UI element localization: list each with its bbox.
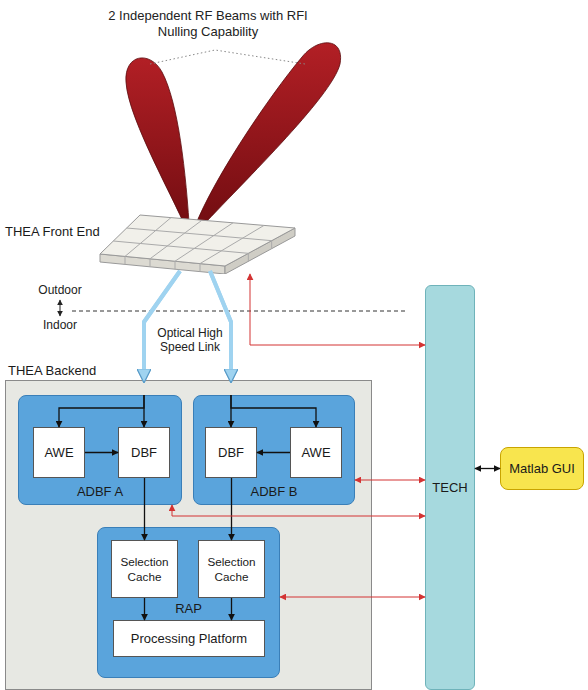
connector	[250, 274, 425, 345]
box-label: RAP	[98, 601, 279, 616]
backend-region: AWEDBFADBF ADBFAWEADBF BSelection CacheS…	[5, 380, 372, 690]
antenna-array	[5, 212, 300, 274]
control-bar: TECH	[425, 285, 475, 690]
box-label: AWE	[298, 445, 333, 460]
process-box: Processing Platform	[113, 620, 265, 657]
beam-separation	[150, 50, 305, 64]
connector-line	[144, 271, 180, 380]
process-box: DBF	[118, 427, 170, 478]
connector-line	[210, 271, 231, 380]
tile-line	[175, 261, 176, 269]
box-label: THEA Front End	[5, 224, 100, 239]
box-label: ADBF A	[19, 484, 181, 499]
annotation: Outdoor	[34, 283, 86, 297]
beamformer-block: AWE DBF ADBF A	[18, 395, 182, 505]
connector-line	[210, 271, 231, 380]
processor-block: Selection Cache Selection CacheProcessing…	[97, 527, 280, 678]
box-label: Matlab GUI	[506, 461, 578, 476]
connector	[475, 468, 500, 469]
outdoor-indoor-arrow	[60, 300, 61, 316]
box-label: AWE	[41, 445, 76, 460]
tile-line	[125, 256, 126, 264]
tile-line	[175, 223, 233, 261]
outdoor-indoor-boundary	[72, 311, 405, 312]
tile-line	[200, 225, 264, 263]
box-label: Selection Cache	[199, 554, 264, 584]
tile-line	[113, 241, 248, 253]
box-label: DBF	[128, 445, 160, 460]
process-box: DBF	[205, 427, 257, 478]
process-box: AWE	[33, 427, 85, 478]
connector-line	[144, 271, 180, 380]
tile-line	[150, 220, 202, 259]
process-box: Selection Cache	[111, 540, 178, 598]
process-box: AWE	[290, 427, 342, 478]
connector-line	[475, 468, 500, 469]
tile-line	[150, 259, 151, 267]
box-label: DBF	[215, 445, 247, 460]
box-label: Selection Cache	[112, 554, 177, 584]
annotation: Optical High Speed Link	[152, 326, 228, 354]
process-box: Selection Cache	[198, 540, 265, 598]
box-label: ADBF B	[194, 484, 354, 499]
beamformer-block: DBF AWE ADBF B	[193, 395, 355, 505]
tile-line	[125, 218, 171, 257]
tile-line	[200, 264, 201, 272]
box-label: THEA Backend	[8, 363, 96, 378]
gui-box: Matlab GUI	[500, 447, 584, 490]
box-label: Processing Platform	[128, 631, 250, 646]
tile-line	[271, 241, 272, 249]
annotation: 2 Independent RF Beams with RFI Nulling …	[108, 8, 308, 40]
antenna-array	[100, 215, 295, 274]
array-face	[100, 215, 295, 266]
antenna-front-end: THEA Front End	[5, 212, 300, 274]
connector-line	[250, 274, 425, 345]
tile-line	[127, 228, 272, 241]
rf-beam	[191, 43, 341, 238]
tile-line	[248, 253, 249, 261]
box-label: TECH	[429, 480, 470, 495]
annotation: Indoor	[36, 318, 84, 332]
rf-beam	[126, 58, 190, 238]
